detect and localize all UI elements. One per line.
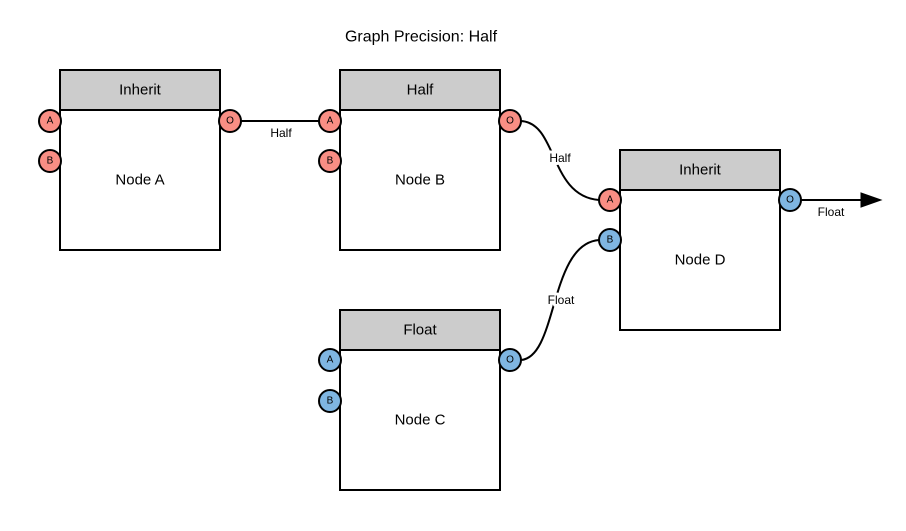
port-circle <box>318 348 342 372</box>
node-c-header-label: Float <box>403 322 437 339</box>
node-b-port-a: A <box>318 109 342 133</box>
port-label: O <box>506 355 514 366</box>
port-label: A <box>47 116 54 127</box>
port-circle <box>218 109 242 133</box>
edge-label-b-to-d: Half <box>549 151 571 165</box>
node-b-header-label: Half <box>407 82 435 99</box>
node-a-header-label: Inherit <box>119 82 162 99</box>
node-d-port-a: A <box>598 188 622 212</box>
edge-label-d-output: Float <box>818 205 845 219</box>
port-label: A <box>607 195 614 206</box>
port-circle <box>778 188 802 212</box>
port-circle <box>318 149 342 173</box>
node-c-header <box>339 309 501 351</box>
node-c-port-o: O <box>498 348 522 372</box>
graph-title: Graph Precision: Half <box>345 29 498 46</box>
node-d-title: Node D <box>675 252 726 269</box>
node-b: Half Node B A B O <box>318 69 522 251</box>
node-b-header <box>339 69 501 111</box>
node-a-port-b: B <box>38 149 62 173</box>
port-label: B <box>607 235 614 246</box>
port-circle <box>318 109 342 133</box>
port-circle <box>498 348 522 372</box>
node-d-header-label: Inherit <box>679 162 722 179</box>
node-d-port-b: B <box>598 228 622 252</box>
node-a-title: Node A <box>115 172 164 189</box>
port-label: O <box>786 195 794 206</box>
node-c-port-b: B <box>318 389 342 413</box>
port-circle <box>318 389 342 413</box>
edge-nodec-o-to-noded-b <box>520 239 600 361</box>
node-d-port-o: O <box>778 188 802 212</box>
node-d: Inherit Node D A B O <box>598 149 802 331</box>
edge-label-a-to-b: Half <box>270 126 292 140</box>
arrowhead-icon <box>860 192 883 208</box>
port-label: B <box>327 156 334 167</box>
port-circle <box>38 149 62 173</box>
port-label: A <box>327 355 334 366</box>
node-a-port-o: O <box>218 109 242 133</box>
node-c-title: Node C <box>395 412 446 429</box>
edge-nodeb-o-to-noded-a <box>520 120 600 201</box>
node-d-header <box>619 149 781 191</box>
node-a-header <box>59 69 221 111</box>
port-label: B <box>327 396 334 407</box>
node-b-port-o: O <box>498 109 522 133</box>
node-a: Inherit Node A A B O <box>38 69 242 251</box>
port-circle <box>498 109 522 133</box>
node-c: Float Node C A B O <box>318 309 522 491</box>
port-circle <box>598 188 622 212</box>
node-b-port-b: B <box>318 149 342 173</box>
edges: Half Half Float Float <box>241 120 883 361</box>
port-circle <box>598 228 622 252</box>
node-c-port-a: A <box>318 348 342 372</box>
edge-label-c-to-d: Float <box>548 293 575 307</box>
node-a-port-a: A <box>38 109 62 133</box>
node-b-title: Node B <box>395 172 445 189</box>
port-label: O <box>506 116 514 127</box>
port-circle <box>38 109 62 133</box>
port-label: B <box>47 156 54 167</box>
port-label: O <box>226 116 234 127</box>
port-label: A <box>327 116 334 127</box>
